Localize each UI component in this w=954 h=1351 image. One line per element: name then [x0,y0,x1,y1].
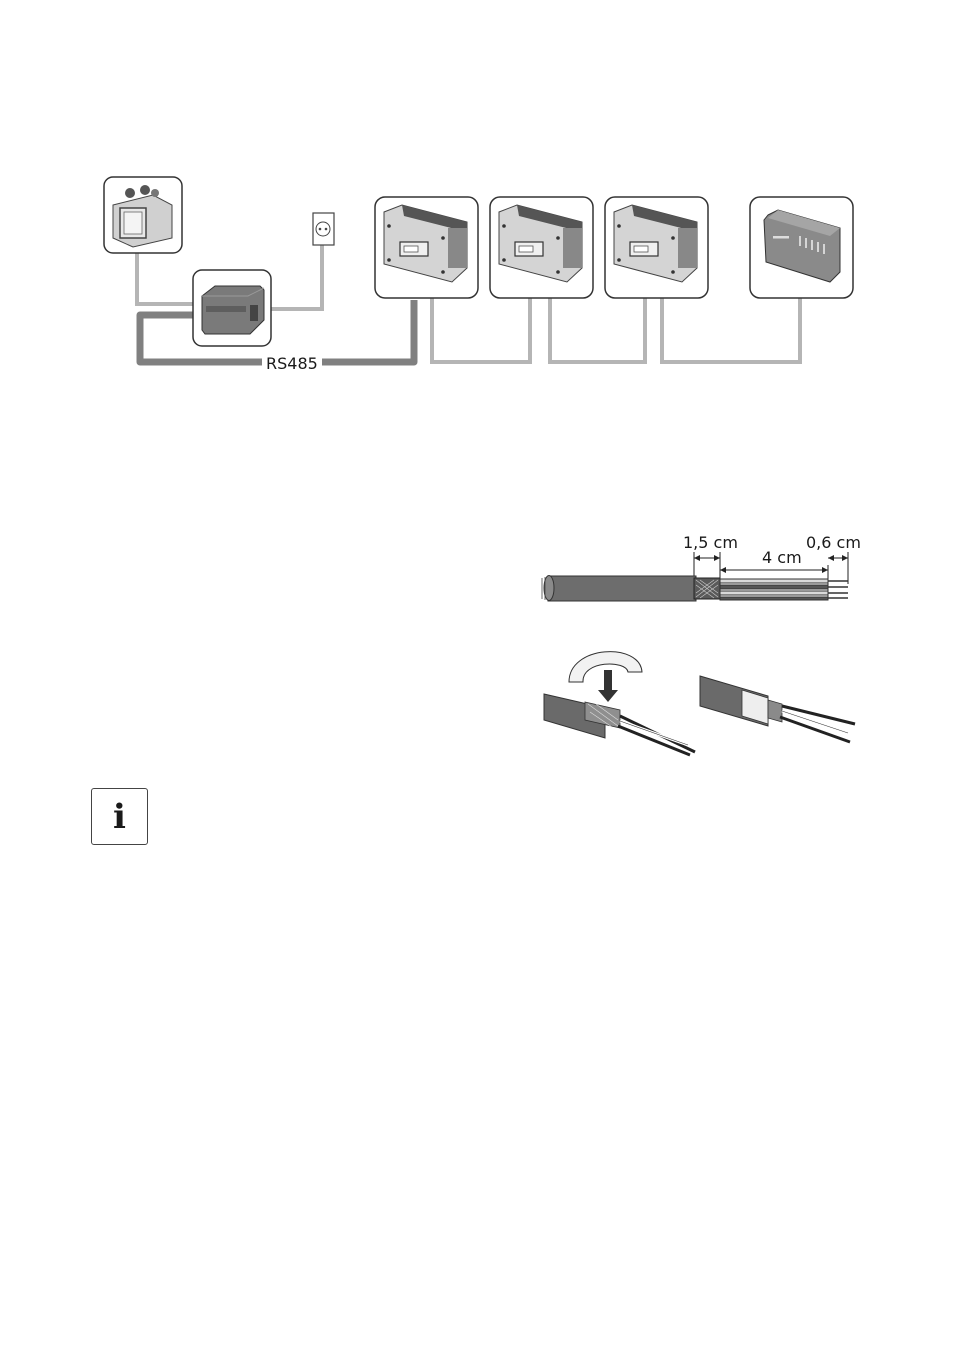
dim-strip-label: 4 cm [762,548,802,567]
shield-folded-result [699,675,856,744]
dim-wire-end-label: 0,6 cm [806,533,861,552]
inverter-3 [604,196,709,299]
light-cables [135,245,802,364]
data-logger-device [192,269,272,347]
inverter-1 [374,196,479,299]
dim-shield-label: 1,5 cm [683,533,738,552]
wall-socket [312,212,335,246]
info-icon: i [91,788,148,845]
rs485-label: RS485 [266,354,318,373]
info-glyph: i [113,796,126,837]
rs485-bus-cable [136,300,418,366]
sensor-box-device [749,196,854,299]
display-device [103,176,183,254]
dimension-arrowheads [694,555,848,573]
stripped-cable [541,575,848,602]
shield-fold-step [543,651,696,757]
inverter-2 [489,196,594,299]
